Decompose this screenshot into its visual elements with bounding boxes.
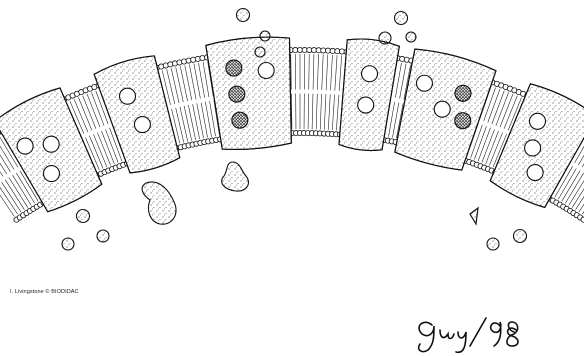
illustration-credit: I. Livingstone © BIODIDAC <box>10 289 79 295</box>
artist-signature <box>419 318 518 352</box>
intracellular-molecules <box>62 162 527 250</box>
lipid-bilayer <box>0 47 584 222</box>
